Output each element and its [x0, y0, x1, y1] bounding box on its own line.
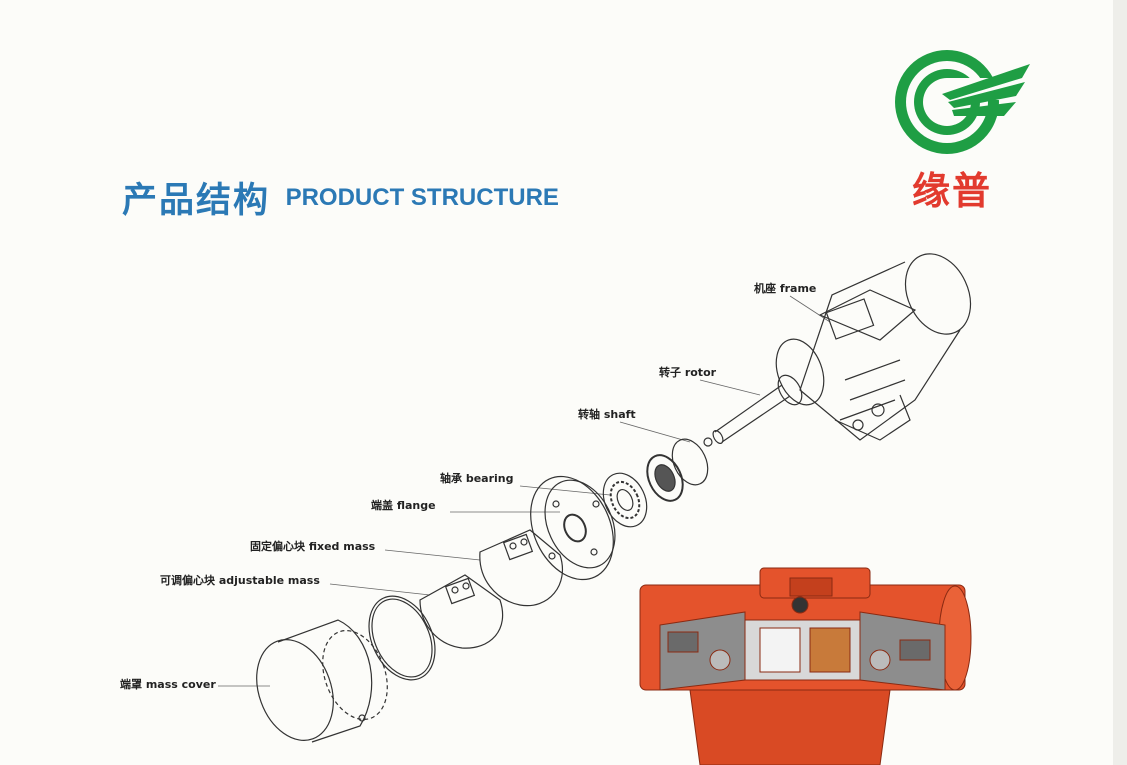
title-english: PRODUCT STRUCTURE	[285, 183, 559, 211]
assembled-motor-photo	[639, 567, 972, 765]
brand-logo-icon	[895, 50, 1030, 154]
label-bearing: 轴承 bearing	[440, 472, 514, 485]
label-mass-cover: 端罩 mass cover	[120, 678, 216, 691]
brand-name: 缘普	[912, 168, 993, 213]
label-flange: 端盖 flange	[371, 499, 436, 512]
page-title: 产品结构 PRODUCT STRUCTURE	[122, 172, 559, 223]
label-fixed-mass: 固定偏心块 fixed mass	[250, 540, 376, 553]
circlip-part	[671, 438, 709, 486]
label-adjustable-mass: 可调偏心块 adjustable mass	[160, 574, 320, 587]
flange-part	[530, 475, 616, 581]
title-chinese: 产品结构	[122, 181, 271, 221]
bearing-part	[602, 454, 684, 528]
seal-ring-part	[368, 595, 436, 681]
mass-cover-part	[256, 619, 388, 743]
fixed-mass-part	[479, 529, 563, 607]
label-rotor: 转子 rotor	[659, 366, 717, 379]
label-shaft: 转轴 shaft	[578, 408, 636, 421]
label-frame: 机座 frame	[754, 282, 817, 295]
shaft-part	[703, 374, 803, 447]
page-edge-strip	[1113, 0, 1127, 765]
frame-part	[775, 253, 972, 441]
adjustable-mass-part	[419, 574, 504, 649]
